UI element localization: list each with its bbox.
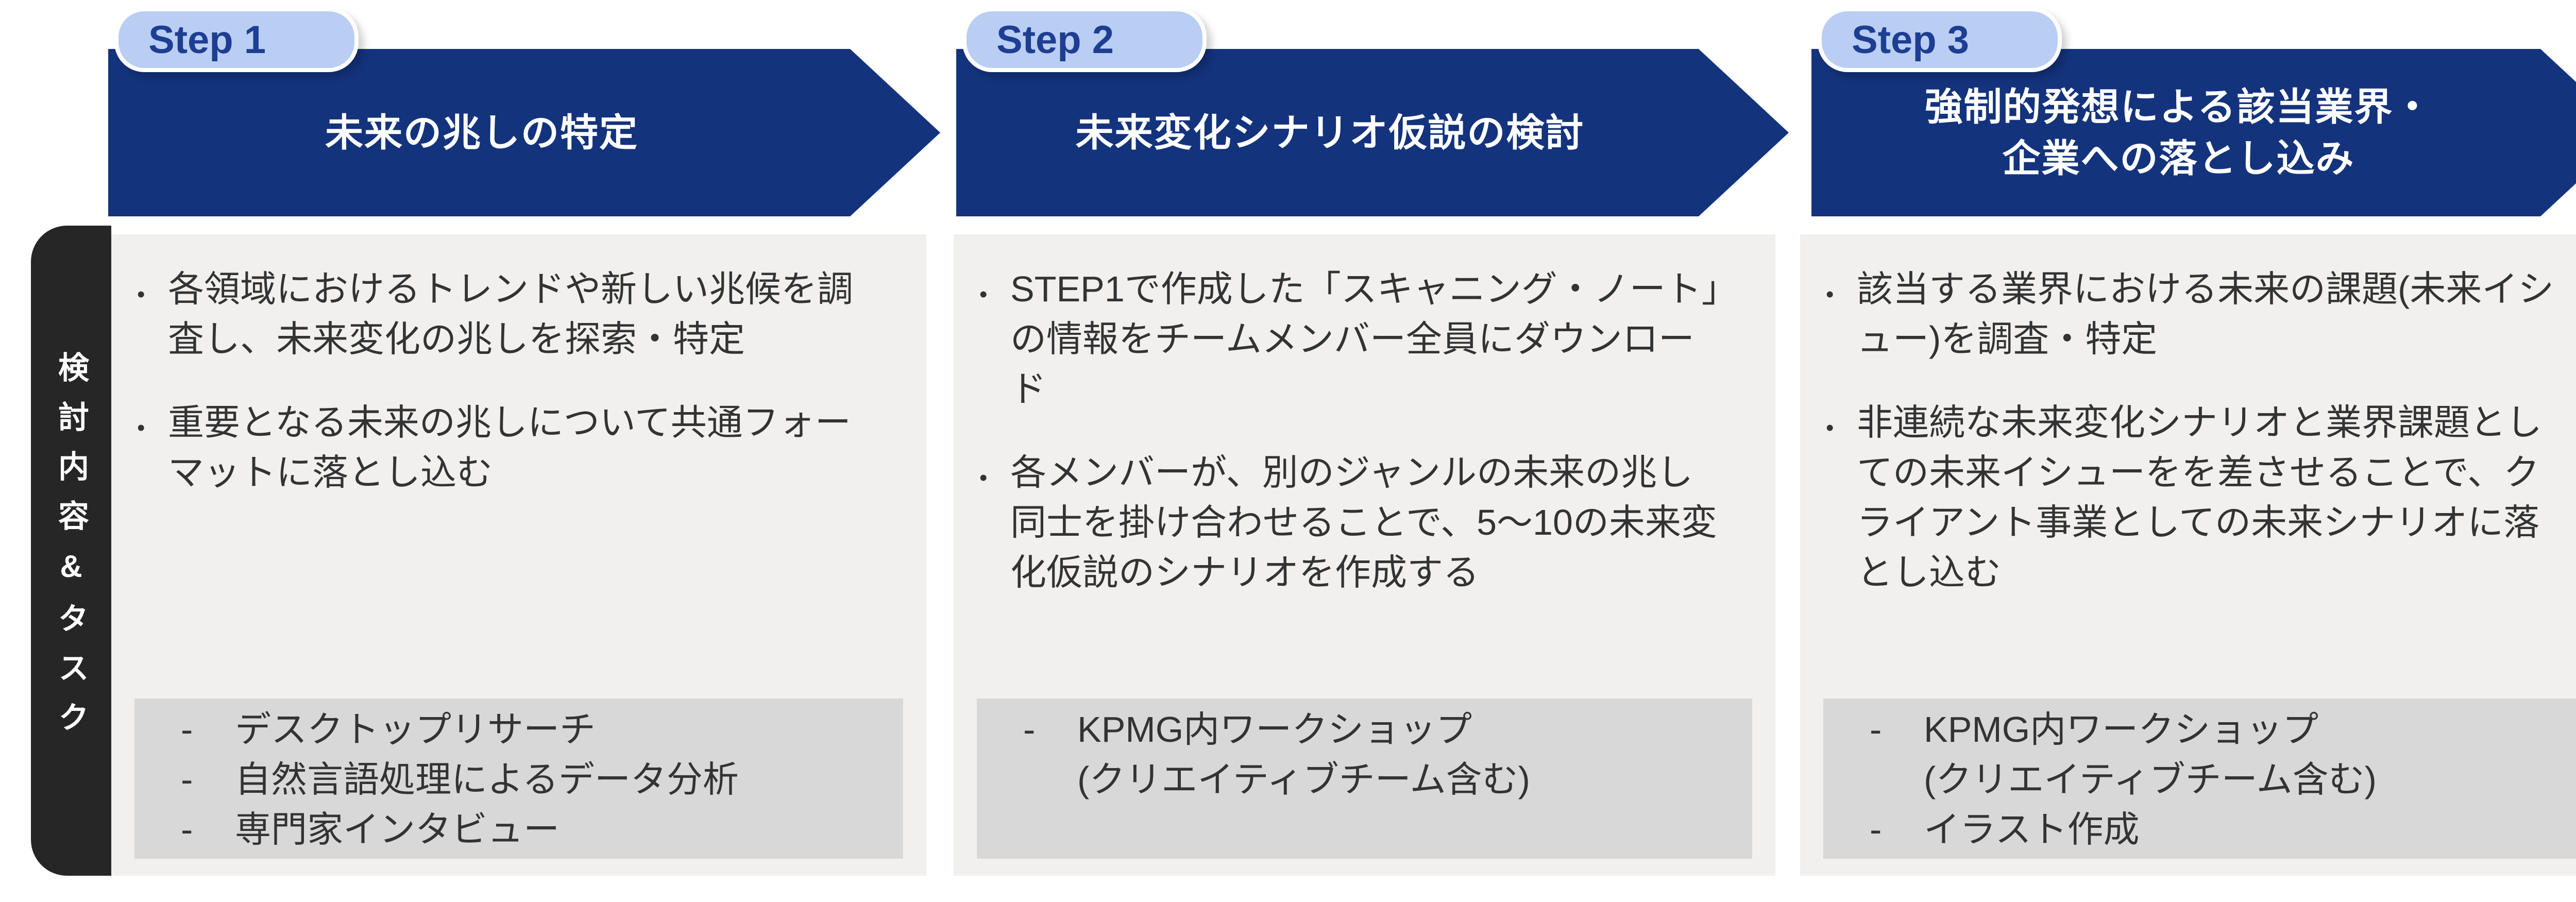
task-marker: -: [1023, 709, 1036, 750]
task-item: - 専門家インタビュー: [181, 805, 893, 855]
bullet-marker: •: [979, 465, 988, 490]
step-2-column: • STEP1で作成した「スキャニング・ノート」の情報をチームメンバー全員にダウ…: [954, 234, 1775, 876]
task-text: デスクトップリサーチ: [235, 709, 596, 750]
bullet-marker: •: [979, 282, 988, 307]
bullet-text: 非連続な未来変化シナリオと業界課題としての未来イシューをを差させることで、クライ…: [1857, 402, 2542, 592]
review-content-tasks-label: 検討内容&タスク: [54, 351, 89, 751]
step-3-arrow-header: 強制的発想による該当業界・ 企業への落とし込み: [1811, 49, 2576, 216]
step-1-column: • 各領域におけるトレンドや新しい兆候を調査し、未来変化の兆しを探索・特定 • …: [111, 234, 926, 876]
step-2-badge: Step 2: [962, 7, 1207, 72]
step-1-arrow-header: 未来の兆しの特定: [108, 49, 940, 216]
task-marker: -: [1870, 809, 1882, 849]
step-1-badge-label: Step 1: [148, 18, 266, 62]
task-marker: -: [181, 709, 193, 750]
bullet-item: • 各メンバーが、別のジャンルの未来の兆し同士を掛け合わせることで、5～10の未…: [979, 448, 1721, 598]
task-text: KPMG内ワークショップ (クリエイティブチーム含む): [1924, 709, 2377, 799]
step-3-title: 強制的発想による該当業界・ 企業への落とし込み: [1924, 85, 2433, 180]
bullet-marker: •: [1826, 282, 1834, 307]
bullet-text: 各メンバーが、別のジャンルの未来の兆し同士を掛け合わせることで、5～10の未来変…: [1010, 452, 1717, 592]
step-1-body: • 各領域におけるトレンドや新しい兆候を調査し、未来変化の兆しを探索・特定 • …: [111, 234, 926, 498]
step-2-body: • STEP1で作成した「スキャニング・ノート」の情報をチームメンバー全員にダウ…: [954, 234, 1775, 598]
bullet-item: • 非連続な未来変化シナリオと業界課題としての未来イシューをを差させることで、ク…: [1826, 398, 2558, 598]
step-3-body: • 該当する業界における未来の課題(未来イシュー)を調査・特定 • 非連続な未来…: [1800, 234, 2576, 598]
step-3-task-box: - KPMG内ワークショップ (クリエイティブチーム含む) - イラスト作成: [1823, 699, 2576, 859]
bullet-item: • 該当する業界における未来の課題(未来イシュー)を調査・特定: [1826, 264, 2558, 364]
bullet-item: • STEP1で作成した「スキャニング・ノート」の情報をチームメンバー全員にダウ…: [979, 264, 1721, 414]
task-item: - 自然言語処理によるデータ分析: [181, 755, 893, 805]
task-marker: -: [181, 759, 193, 799]
step-2-title: 未来変化シナリオ仮説の検討: [1075, 111, 1585, 154]
bullet-text: 重要となる未来の兆しについて共通フォーマットに落とし込む: [168, 402, 851, 492]
task-item: - KPMG内ワークショップ (クリエイティブチーム含む): [1023, 705, 1742, 805]
task-text: 専門家インタビュー: [235, 809, 560, 849]
task-marker: -: [181, 809, 193, 849]
bullet-text: STEP1で作成した「スキャニング・ノート」の情報をチームメンバー全員にダウンロ…: [1010, 269, 1720, 409]
step-3-badge-label: Step 3: [1852, 18, 1970, 62]
bullet-item: • 重要となる未来の兆しについて共通フォーマットに落とし込む: [137, 398, 872, 498]
task-text: イラスト作成: [1924, 809, 2140, 849]
task-marker: -: [1870, 709, 1882, 750]
step-2-badge-label: Step 2: [996, 18, 1114, 62]
bullet-text: 各領域におけるトレンドや新しい兆候を調査し、未来変化の兆しを探索・特定: [168, 269, 853, 359]
bullet-text: 該当する業界における未来の課題(未来イシュー)を調査・特定: [1857, 269, 2554, 359]
bullet-marker: •: [137, 415, 145, 440]
step-2-arrow-header: 未来変化シナリオ仮説の検討: [956, 49, 1789, 216]
bullet-marker: •: [137, 282, 145, 307]
task-item: - デスクトップリサーチ: [181, 705, 893, 755]
task-text: 自然言語処理によるデータ分析: [235, 759, 739, 799]
task-item: - KPMG内ワークショップ (クリエイティブチーム含む): [1870, 705, 2576, 805]
bullet-item: • 各領域におけるトレンドや新しい兆候を調査し、未来変化の兆しを探索・特定: [137, 264, 872, 364]
task-text: KPMG内ワークショップ (クリエイティブチーム含む): [1077, 709, 1530, 799]
step-2-task-box: - KPMG内ワークショップ (クリエイティブチーム含む): [977, 699, 1752, 859]
bullet-marker: •: [1826, 415, 1834, 440]
step-3-column: • 該当する業界における未来の課題(未来イシュー)を調査・特定 • 非連続な未来…: [1800, 234, 2576, 876]
step-1-task-box: - デスクトップリサーチ - 自然言語処理によるデータ分析 - 専門家インタビュ…: [134, 699, 903, 859]
step-3-badge: Step 3: [1818, 7, 2062, 72]
review-content-tasks-tab: 検討内容&タスク: [31, 226, 111, 876]
step-1-title: 未来の兆しの特定: [325, 111, 638, 154]
task-item: - イラスト作成: [1870, 805, 2576, 855]
step-1-badge: Step 1: [114, 7, 359, 72]
